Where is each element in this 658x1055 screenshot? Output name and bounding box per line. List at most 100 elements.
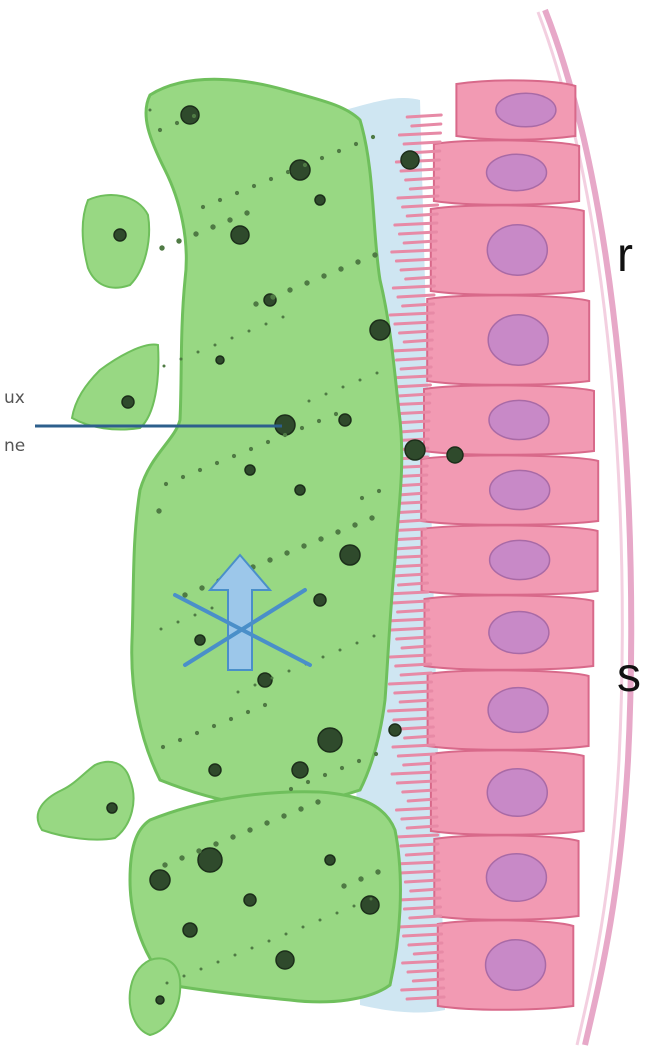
microvillus <box>398 196 438 198</box>
microbe <box>315 195 325 205</box>
speckle <box>195 731 199 735</box>
speckle <box>253 301 258 306</box>
speckle <box>264 820 269 825</box>
speckle <box>375 869 380 874</box>
speckle <box>372 252 377 257</box>
microvillus <box>403 961 443 963</box>
microbe <box>340 545 360 565</box>
microbe <box>370 320 390 340</box>
speckle <box>183 975 186 978</box>
microbe <box>295 485 305 495</box>
speckle <box>156 508 161 513</box>
microbe <box>290 160 310 180</box>
microvillus <box>398 754 434 756</box>
speckle <box>254 684 257 687</box>
microvillus <box>398 394 430 396</box>
speckle <box>230 834 235 839</box>
epithelial-cell <box>422 525 598 594</box>
epithelial-cell <box>456 80 575 139</box>
microvillus <box>397 781 435 783</box>
microvillus <box>400 430 429 432</box>
microbe <box>156 996 164 1004</box>
cell-nucleus <box>488 315 548 365</box>
speckle <box>334 412 338 416</box>
speckle <box>159 245 164 250</box>
microvillus <box>404 934 442 936</box>
speckle <box>200 968 203 971</box>
speckle <box>359 379 362 382</box>
cell-nucleus <box>487 225 547 275</box>
microvillus <box>395 862 439 864</box>
microvillus <box>404 241 436 243</box>
speckle <box>319 919 322 922</box>
microvillus <box>392 772 435 774</box>
microvillus <box>403 790 436 792</box>
microbe <box>339 414 351 426</box>
microvillus <box>393 385 430 387</box>
speckle <box>181 475 185 479</box>
microvillus <box>397 637 430 639</box>
cell-nucleus <box>489 612 549 654</box>
speckle <box>164 482 168 486</box>
microvillus <box>401 844 438 846</box>
speckle <box>308 400 311 403</box>
speckle <box>352 522 357 527</box>
speckle <box>179 855 184 860</box>
speckle <box>251 947 254 950</box>
microbe <box>401 151 419 169</box>
microbe <box>114 229 126 241</box>
microvillus <box>406 853 438 855</box>
microvillus <box>411 889 440 891</box>
microvillus <box>408 970 443 972</box>
speckle <box>282 316 285 319</box>
speckle <box>149 109 152 112</box>
microbe <box>107 803 117 813</box>
speckle <box>377 489 381 493</box>
speckle <box>160 628 163 631</box>
speckle <box>231 337 234 340</box>
microvillus <box>400 871 439 873</box>
speckle <box>162 862 167 867</box>
speckle <box>263 703 267 707</box>
microvillus <box>406 277 435 279</box>
cell-nucleus <box>486 940 546 990</box>
speckle <box>210 224 215 229</box>
microvillus <box>401 268 435 270</box>
speckle <box>354 142 358 146</box>
microvillus <box>401 169 439 171</box>
epithelial-cell-layer <box>421 80 598 1009</box>
speckle <box>192 114 196 118</box>
microbe <box>209 764 221 776</box>
microvillus <box>402 988 444 990</box>
epithelial-cell <box>434 835 578 919</box>
cell-nucleus <box>489 400 549 439</box>
speckle <box>320 156 324 160</box>
speckle <box>269 177 273 181</box>
speckle <box>268 940 271 943</box>
microvillus <box>395 691 432 693</box>
speckle <box>353 905 356 908</box>
microvillus <box>406 178 439 180</box>
speckle <box>286 170 290 174</box>
epithelial-cell <box>431 205 584 294</box>
speckle <box>267 557 272 562</box>
cell-nucleus <box>486 854 546 902</box>
microbe <box>447 447 463 463</box>
microbe <box>389 724 401 736</box>
microvillus <box>408 799 436 801</box>
microbe <box>122 396 134 408</box>
speckle <box>301 543 306 548</box>
speckle <box>283 433 287 437</box>
microvillus <box>399 133 440 135</box>
speckle <box>197 351 200 354</box>
microvillus <box>393 286 434 288</box>
speckle <box>376 372 379 375</box>
speckle <box>356 642 359 645</box>
speckle <box>270 294 275 299</box>
callout-label-line-1: ux <box>4 390 25 407</box>
speckle <box>323 773 327 777</box>
microvillus <box>399 583 428 585</box>
microvillus <box>397 808 437 810</box>
speckle <box>213 841 218 846</box>
